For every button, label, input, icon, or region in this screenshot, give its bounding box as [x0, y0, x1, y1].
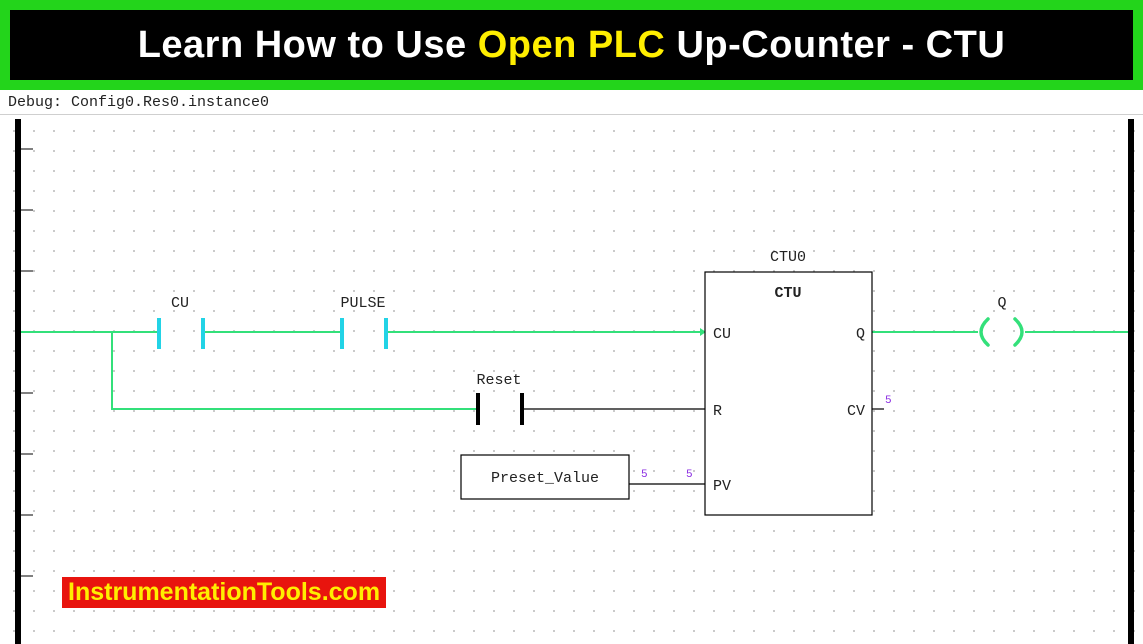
banner-title-highlight: Open PLC [477, 23, 666, 66]
banner-title-part2: Up-Counter - CTU [665, 23, 1006, 66]
ctu-pin-cv: CV [847, 403, 865, 420]
contact-cu[interactable]: CU [157, 295, 205, 349]
preset-out-debug-value: 5 [641, 469, 648, 481]
contact-pulse-label: PULSE [340, 295, 385, 312]
title-banner-inner: Learn How to Use Open PLC Up-Counter - C… [10, 10, 1133, 80]
cv-debug-value: 5 [885, 395, 892, 407]
main-rung-energized [21, 331, 1128, 410]
coil-q[interactable]: Q [979, 295, 1024, 347]
pv-in-debug-value: 5 [686, 469, 693, 481]
ladder-diagram: CU PULSE Reset Preset_Value 5 5 CTU0 CTU [15, 119, 1134, 644]
banner-title: Learn How to Use Open PLC Up-Counter - C… [138, 24, 1006, 67]
ladder-editor-canvas[interactable]: CU PULSE Reset Preset_Value 5 5 CTU0 CTU [0, 114, 1143, 644]
title-banner: Learn How to Use Open PLC Up-Counter - C… [0, 0, 1143, 90]
site-watermark: InstrumentationTools.com [62, 577, 387, 608]
left-power-rail [15, 119, 21, 644]
ctu-type-label: CTU [774, 285, 801, 302]
coil-q-label: Q [997, 295, 1006, 312]
ctu-instance-name: CTU0 [770, 249, 806, 266]
ctu-pin-cu: CU [713, 326, 731, 343]
debug-instance-label: Debug: Config0.Res0.instance0 [8, 94, 270, 111]
preset-value-variable[interactable]: Preset_Value [460, 454, 630, 500]
contact-reset[interactable]: Reset [476, 372, 524, 425]
banner-title-part1: Learn How to Use [137, 23, 478, 66]
watermark-text: InstrumentationTools.com [68, 578, 381, 606]
contact-reset-label: Reset [476, 372, 521, 389]
contact-pulse[interactable]: PULSE [340, 295, 388, 349]
cu-input-arrow [700, 328, 706, 336]
contact-cu-label: CU [171, 295, 189, 312]
right-power-rail [1128, 119, 1134, 644]
ctu-function-block[interactable]: CTU0 CTU CU R PV Q CV [704, 249, 873, 516]
ctu-pin-pv: PV [713, 478, 731, 495]
ctu-pin-r: R [713, 403, 722, 420]
preset-value-label: Preset_Value [491, 470, 599, 487]
rail-ticks [21, 148, 33, 577]
ctu-pin-q: Q [856, 326, 865, 343]
